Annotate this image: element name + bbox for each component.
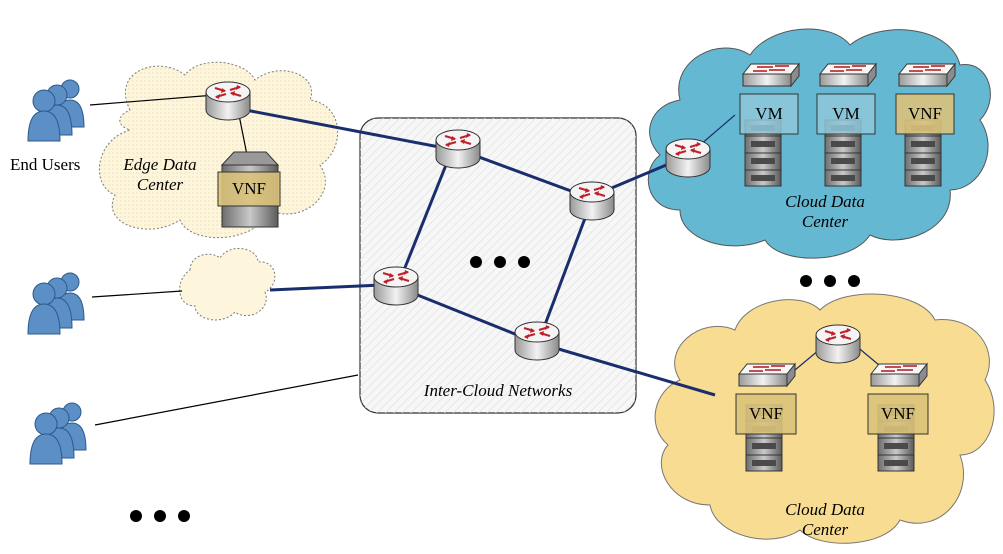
- bottom-cloud-label-line2: Center: [801, 520, 849, 539]
- cloud-gateway-router-icon: [664, 137, 712, 179]
- top-vm1-label: VM: [755, 104, 783, 123]
- edge-data-center-label-line1: Edge Data: [123, 155, 197, 174]
- inter-cloud-router-icon: [568, 180, 616, 222]
- end-users-label: End Users: [10, 155, 81, 174]
- top-cloud-servers: [739, 63, 956, 187]
- bottom-cloud-label-line1: Cloud Data: [785, 500, 865, 519]
- end-users-icon: [29, 402, 87, 465]
- ellipsis-users: [130, 510, 190, 522]
- small-cloud: [179, 248, 276, 321]
- ellipsis-inter-cloud: [470, 256, 530, 268]
- inter-cloud-router-icon: [513, 320, 561, 362]
- end-users-icon: [27, 79, 85, 142]
- top-cloud-data-center-label: Cloud Data Center: [770, 192, 880, 232]
- bottom-cloud-servers: [735, 363, 929, 472]
- bottom-cloud-data-center-label: Cloud Data Center: [770, 500, 880, 540]
- inter-cloud-networks-label: Inter-Cloud Networks: [423, 381, 573, 400]
- edge-data-center-label-line2: Center: [136, 175, 184, 194]
- end-users-icon: [27, 272, 85, 335]
- user-links: [89, 94, 359, 426]
- bottom-vnf2-label: VNF: [880, 404, 915, 423]
- cloud-gateway-router-icon: [814, 323, 862, 365]
- top-vnf-label: VNF: [907, 104, 942, 123]
- top-cloud-label-line2: Center: [801, 212, 849, 231]
- bottom-cloud-data-center: [654, 293, 995, 544]
- edge-vnf-label: VNF: [231, 179, 266, 198]
- edge-vnf-server: [217, 151, 281, 228]
- bottom-vnf1-label: VNF: [748, 404, 783, 423]
- top-cloud-label-line1: Cloud Data: [785, 192, 865, 211]
- edge-router-icon: [204, 80, 252, 122]
- inter-cloud-router-icon: [372, 265, 420, 307]
- top-vm2-label: VM: [832, 104, 860, 123]
- inter-cloud-router-icon: [434, 128, 482, 170]
- ellipsis-data-centers: [800, 275, 860, 287]
- edge-data-center-label: Edge Data Center: [112, 155, 208, 195]
